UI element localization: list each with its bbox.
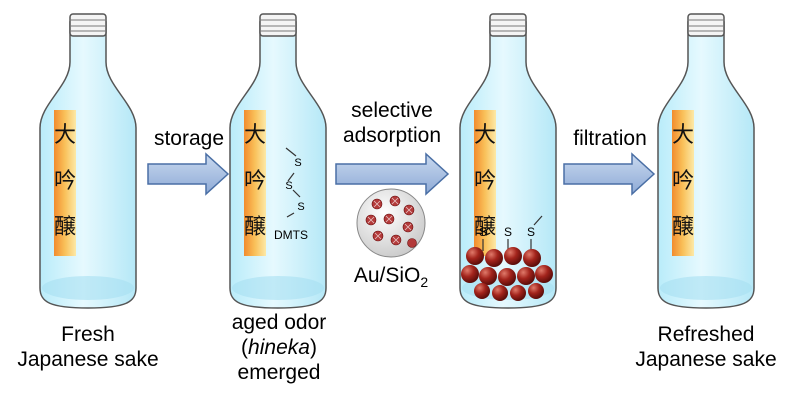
bottle-aged: 大 吟 醸 S S S DMTS <box>229 13 327 309</box>
label-char: 醸 <box>54 215 76 240</box>
label-char: 大 <box>474 123 496 148</box>
dmts-label: DMTS <box>274 228 308 242</box>
sake-label <box>474 110 496 256</box>
adsorption-arrow <box>335 152 450 196</box>
sake-label <box>672 110 694 256</box>
label-char: 吟 <box>244 169 266 194</box>
step-filtration: filtration <box>552 126 668 151</box>
hineka-term: hineka <box>248 336 310 359</box>
caption-fresh: Fresh Japanese sake <box>0 322 176 372</box>
label-char: 大 <box>672 123 694 148</box>
label-char: 大 <box>244 123 266 148</box>
storage-arrow <box>147 152 230 196</box>
caption-aged: aged odor (hineka) emerged <box>206 310 352 385</box>
label-char: 醸 <box>672 215 694 240</box>
dmts-molecule: S S S DMTS <box>274 147 308 242</box>
step-storage-label: storage <box>153 127 225 150</box>
label-char: 吟 <box>672 169 694 194</box>
label-char: 吟 <box>474 169 496 194</box>
step-storage: storage <box>134 126 244 151</box>
sulfur-atom: S <box>479 225 487 239</box>
bottle-fresh: 大 吟 醸 <box>39 13 137 309</box>
sulfur-atom: S <box>285 180 292 192</box>
step-adsorption: selective adsorption <box>322 98 462 148</box>
sake-label <box>54 110 76 256</box>
filtration-arrow <box>563 152 656 196</box>
sake-label <box>244 110 266 256</box>
caption-refreshed: Refreshed Japanese sake <box>614 322 798 372</box>
label-char: 吟 <box>54 169 76 194</box>
caption-fresh-line2: Japanese sake <box>17 348 159 371</box>
label-char: 大 <box>54 123 76 148</box>
bottle-refreshed: 大 吟 醸 <box>657 13 755 309</box>
step-adsorption-line1: selective <box>351 99 433 122</box>
caption-aged-line1: aged odor <box>231 311 327 334</box>
label-char: 醸 <box>244 215 266 240</box>
caption-aged-line3: emerged <box>237 361 321 384</box>
step-filtration-label: filtration <box>573 127 647 150</box>
bottle-adsorbed: 大 吟 醸 S S S <box>459 13 557 309</box>
step-adsorption-line2: adsorption <box>342 124 442 147</box>
caption-refreshed-line1: Refreshed <box>657 323 755 346</box>
catalyst-label: Au/SiO2 <box>354 264 429 290</box>
sulfur-atom: S <box>297 201 304 213</box>
caption-fresh-line1: Fresh <box>61 323 115 346</box>
caption-aged-line2: (hineka) <box>241 336 317 359</box>
caption-refreshed-line2: Japanese sake <box>635 348 777 371</box>
label-char: 醸 <box>474 215 496 240</box>
sulfur-atom: S <box>527 225 535 239</box>
au-sio2-catalyst: Au/SiO2 <box>354 188 429 290</box>
sulfur-atom: S <box>294 157 301 169</box>
au-particles <box>461 247 553 301</box>
sulfur-atom: S <box>504 225 512 239</box>
